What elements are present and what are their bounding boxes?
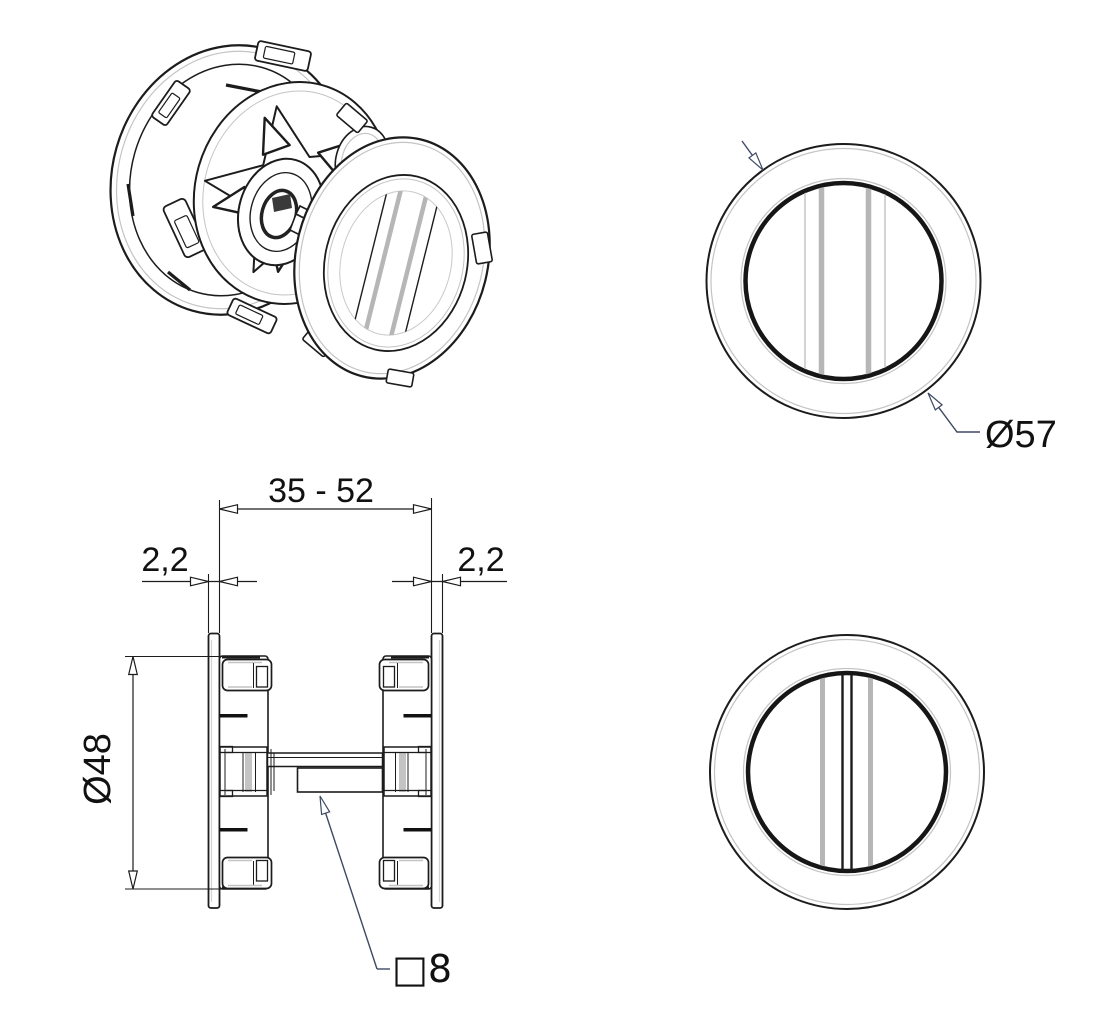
isometric-view (109, 40, 493, 388)
clip-bottom (221, 856, 273, 890)
knob-rim (743, 180, 944, 382)
rim-pointer-arrow (741, 140, 764, 171)
flange-plate (207, 632, 221, 909)
clip-top (221, 658, 273, 692)
front-ring-clip-tabs (385, 231, 493, 388)
spindle-square-label: □8 (392, 947, 452, 991)
front-rose-ring (293, 136, 493, 388)
dim-spindle: □8 (319, 795, 452, 991)
rose-assembly-left (207, 632, 273, 909)
turn-knob-grip (804, 185, 886, 377)
back-knob-rim (745, 670, 949, 874)
coin-slot (820, 675, 873, 869)
dim-flange-right: 2,2 (392, 541, 507, 633)
body-diameter-label: Ø48 (77, 733, 119, 805)
hub-block (218, 745, 268, 798)
front-view: Ø57 (705, 140, 1057, 456)
spindle-shaft-section (266, 749, 384, 795)
dim-rose-diameter: Ø57 (927, 392, 1057, 456)
door-thickness-label: 35 - 52 (268, 472, 374, 510)
back-outer-rim (709, 634, 985, 910)
dim-flange-left: 2,2 (141, 541, 257, 633)
flange-left-label: 2,2 (141, 541, 188, 579)
turn-knob-ribs-iso (350, 178, 442, 348)
dim-door-thickness: 35 - 52 (218, 472, 433, 633)
back-ring-clip-tabs (151, 40, 312, 335)
rose-diameter-label: Ø57 (985, 414, 1057, 456)
flange-right-label: 2,2 (457, 541, 504, 579)
slot-lower (219, 828, 248, 832)
side-section-view: 35 - 52 2,2 2,2 Ø48 (77, 472, 507, 991)
back-view (709, 634, 985, 910)
slot-upper (219, 714, 248, 718)
rose-assembly-right (378, 632, 444, 910)
dim-body-diameter: Ø48 (77, 655, 247, 890)
